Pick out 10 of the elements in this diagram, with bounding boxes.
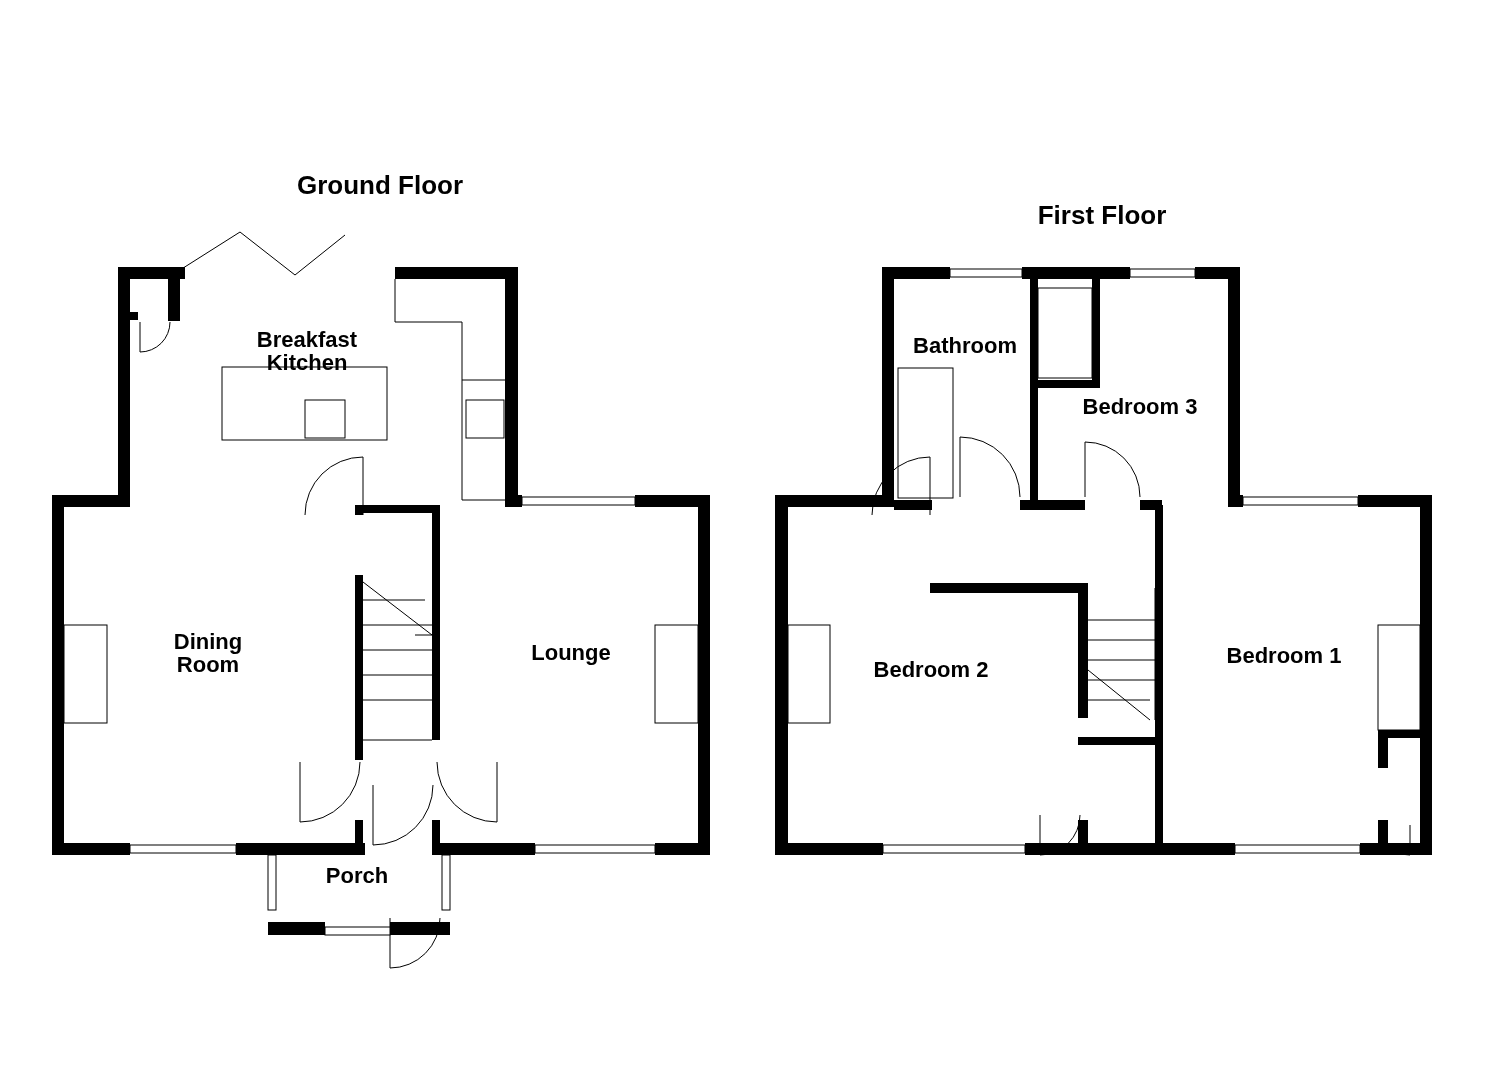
room-label: Breakfast Kitchen xyxy=(255,327,359,375)
room-label: Dining Room xyxy=(172,629,244,677)
room-label: Porch xyxy=(325,864,389,888)
room-label: Bathroom xyxy=(913,334,1017,358)
room-label: Bedroom 3 xyxy=(1082,395,1198,419)
room-label: Bedroom 2 xyxy=(873,658,989,682)
floor-heading: First Floor xyxy=(1037,202,1167,230)
floor-heading: Ground Floor xyxy=(296,172,464,200)
room-label: Lounge xyxy=(531,641,611,665)
room-label: Bedroom 1 xyxy=(1226,644,1342,668)
